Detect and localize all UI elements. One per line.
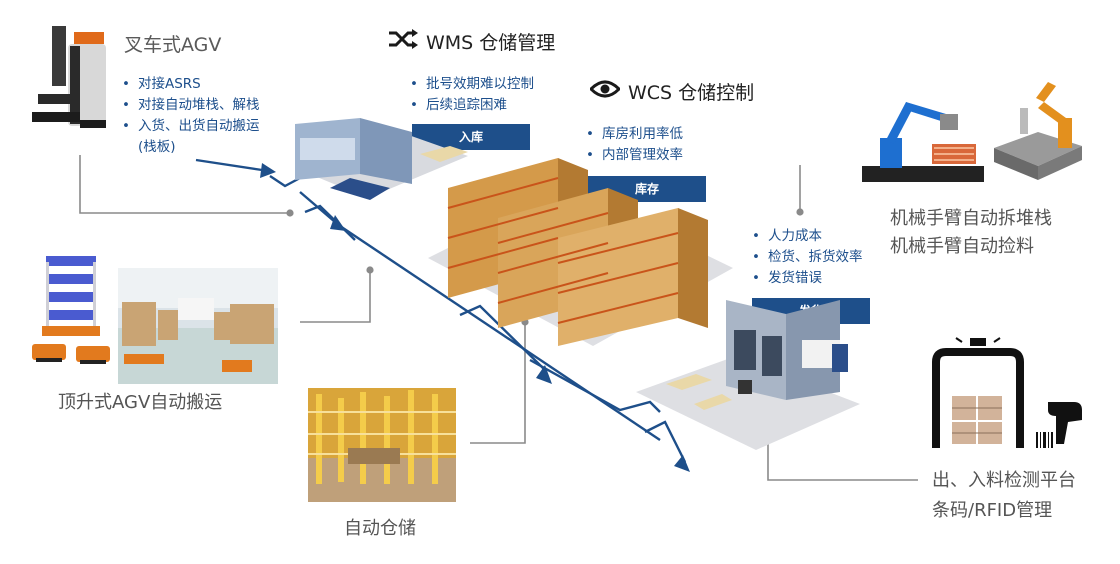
bullet-item: 库房利用率低 [584,124,683,145]
bullet-item: 检货、拆货效率 [750,247,863,268]
forklift-agv-image [30,22,110,134]
wcs-header: WCS 仓储控制 [588,78,755,105]
robot-arm-picking-image [990,78,1086,182]
rack-storage-illustration [428,148,733,346]
robot-arm-line2: 机械手臂自动捡料 [890,236,1034,257]
bullet-item: 对接ASRS [120,74,260,95]
inspection-gate-icon [932,332,1028,450]
inbound-warehouse-illustration [290,118,470,210]
shipping-dock-illustration [636,300,860,450]
bullet-item: 发货错误 [750,268,863,289]
bullet-item: 批号效期难以控制 [408,74,534,95]
inspection-line2: 条码/RFID管理 [932,500,1053,521]
wms-bullets: 批号效期难以控制 后续追踪困难 [408,74,534,116]
wms-title: WMS 仓储管理 [426,32,556,54]
warehouse-agv-photo [118,268,278,384]
wcs-bullets: 库房利用率低 内部管理效率 [584,124,683,166]
forklift-agv-title: 叉车式AGV [124,34,222,56]
shipping-bullets: 人力成本 检货、拆货效率 发货错误 [750,226,863,289]
bullet-item: 后续追踪困难 [408,95,534,116]
lift-agv-image [30,254,114,368]
auto-storage-caption: 自动仓储 [344,518,416,539]
wcs-title: WCS 仓储控制 [628,82,755,104]
eye-icon [588,78,622,105]
lift-agv-caption: 顶升式AGV自动搬运 [58,392,223,413]
shuffle-icon [388,28,418,55]
inspection-line1: 出、入料检测平台 [932,470,1076,491]
bullet-item: 内部管理效率 [584,145,683,166]
barcode-scanner-icon [1034,398,1086,450]
wms-header: WMS 仓储管理 [388,28,555,55]
auto-storage-photo [308,388,456,502]
bullet-item: 对接自动堆栈、解栈 [120,95,260,116]
bullet-item: 人力成本 [750,226,863,247]
robot-arm-palletizing-image [862,86,984,182]
bullet-item: 入货、出货自动搬运 [120,116,260,137]
forklift-agv-bullets: 对接ASRS 对接自动堆栈、解栈 入货、出货自动搬运 (栈板) [120,74,260,158]
bullet-continuation: (栈板) [138,139,176,155]
robot-arm-line1: 机械手臂自动拆堆栈 [890,208,1052,229]
